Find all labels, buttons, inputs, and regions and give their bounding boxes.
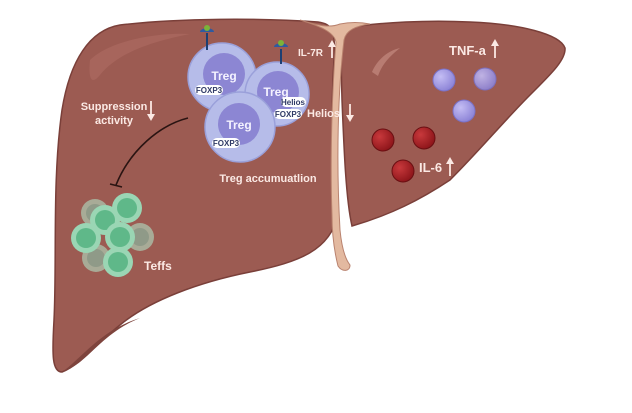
tnf-cell [473, 67, 497, 91]
tnf-cell [452, 99, 476, 123]
up-arrow-icon [491, 39, 499, 58]
liver-left-shade [62, 318, 140, 372]
il6-cells [371, 126, 436, 183]
il6-cell [391, 159, 415, 183]
falciform-ligament [299, 19, 371, 271]
treg-1-label: Treg [211, 69, 236, 83]
treg-2-tag-helios-bg [281, 97, 306, 107]
treg-3-foxp3-tag: FOXP3 [213, 139, 240, 148]
treg-2-label: Treg [263, 85, 288, 99]
suppression-label-line2: activity [95, 115, 134, 127]
suppression-label-line1: Suppression [81, 101, 148, 113]
up-arrow-icon [446, 157, 454, 176]
il7r-receptor-icon-2 [274, 40, 288, 64]
down-arrow-icon [147, 101, 155, 121]
treg-accumulation-label: Treg accumuatlion [219, 173, 316, 185]
tnf-cells [432, 67, 497, 123]
down-arrow-icon [346, 104, 354, 122]
il7r-receptor-icon-1 [200, 25, 214, 50]
up-arrow-icon [328, 40, 336, 58]
inhibition-bar [109, 183, 123, 188]
il6-cell [371, 128, 395, 152]
tnf-label: TNF-a [449, 43, 487, 58]
inhibition-arrow [115, 117, 189, 186]
liver-right-highlight [372, 48, 400, 76]
il7r-label: IL-7R [298, 48, 324, 59]
il6-label: IL-6 [419, 160, 442, 175]
teff-cluster [71, 193, 154, 277]
liver-left-highlight [89, 33, 190, 80]
treg-1-tag-bg [195, 85, 223, 95]
treg-2-tag-foxp3-bg [274, 109, 302, 119]
treg-2-helios-tag: Helios [281, 98, 306, 107]
treg-2-foxp3-tag: FOXP3 [275, 110, 302, 119]
treg-cell-3: Treg FOXP3 [204, 91, 276, 163]
il6-cell [412, 126, 436, 150]
teffs-label: Teffs [144, 259, 172, 273]
treg-1-foxp3-tag: FOXP3 [196, 86, 223, 95]
treg-3-tag-bg [212, 138, 240, 148]
treg-cell-2: Treg Helios FOXP3 [244, 61, 310, 127]
treg-3-label: Treg [226, 118, 251, 132]
helios-label: Helios [307, 108, 340, 120]
tnf-cell [432, 68, 456, 92]
